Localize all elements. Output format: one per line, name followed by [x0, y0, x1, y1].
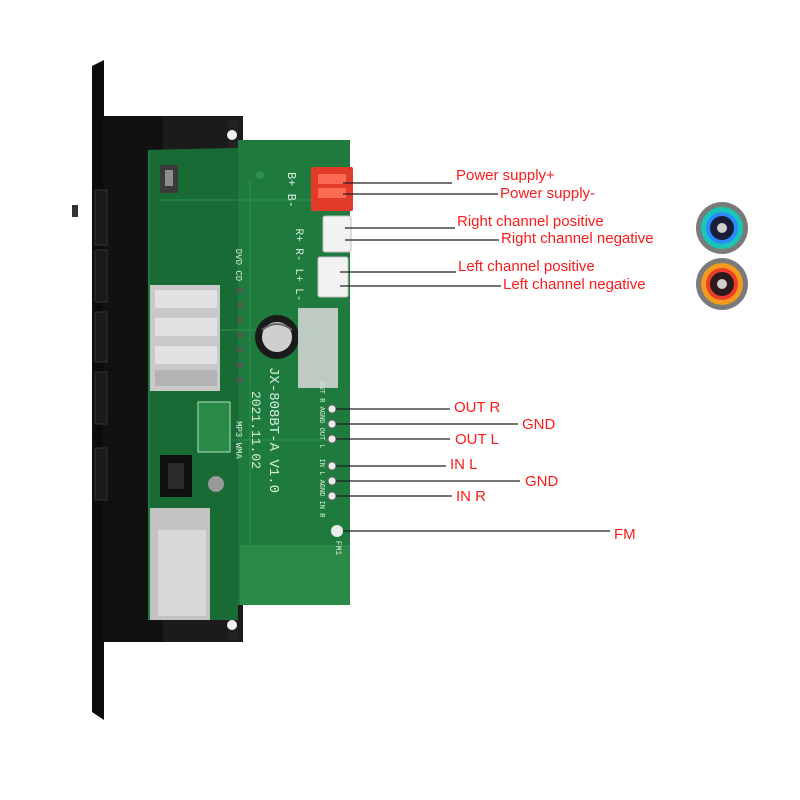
silk-model: JX-808BT-A V1.0 — [265, 367, 281, 493]
svg-text:OUT R AGND OUT L: OUT R AGND OUT L — [317, 381, 325, 448]
label-gnd-in: GND — [525, 473, 559, 490]
svg-text:R+ R-: R+ R- — [292, 228, 304, 261]
label-right-positive: Right channel positive — [457, 213, 604, 230]
board-components — [150, 165, 343, 620]
silk-date: 2021.11.02 — [248, 391, 263, 469]
svg-text:L+ L-: L+ L- — [292, 268, 304, 301]
right-speaker-icon — [696, 202, 748, 254]
label-out-r: OUT R — [454, 399, 501, 416]
label-in-l: IN L — [450, 456, 478, 473]
left-speaker-connector — [317, 256, 349, 298]
label-power-plus: Power supply+ — [456, 167, 555, 184]
left-speaker-icon — [696, 258, 748, 310]
svg-text:B+ B-: B+ B- — [284, 172, 298, 208]
leader-lines — [336, 182, 610, 532]
connectors — [311, 167, 353, 501]
label-in-r: IN R — [456, 488, 486, 505]
label-right-negative: Right channel negative — [501, 230, 654, 247]
label-left-positive: Left channel positive — [458, 258, 595, 275]
svg-text:FM1: FM1 — [333, 541, 342, 556]
label-out-l: OUT L — [455, 431, 499, 448]
silkscreen: JX-808BT-A V1.0 2021.11.02 B+ B- R+ R- L… — [233, 172, 342, 555]
label-left-negative: Left channel negative — [503, 276, 646, 293]
svg-text:MP3 WMA: MP3 WMA — [233, 421, 243, 459]
fm-pad — [331, 525, 343, 537]
svg-text:IN L AGND IN R: IN L AGND IN R — [317, 459, 325, 519]
svg-text:DVD CD: DVD CD — [233, 249, 243, 281]
label-gnd-out: GND — [522, 416, 556, 433]
label-power-minus: Power supply- — [500, 185, 596, 202]
label-fm: FM — [614, 526, 636, 543]
right-speaker-connector — [322, 215, 352, 253]
